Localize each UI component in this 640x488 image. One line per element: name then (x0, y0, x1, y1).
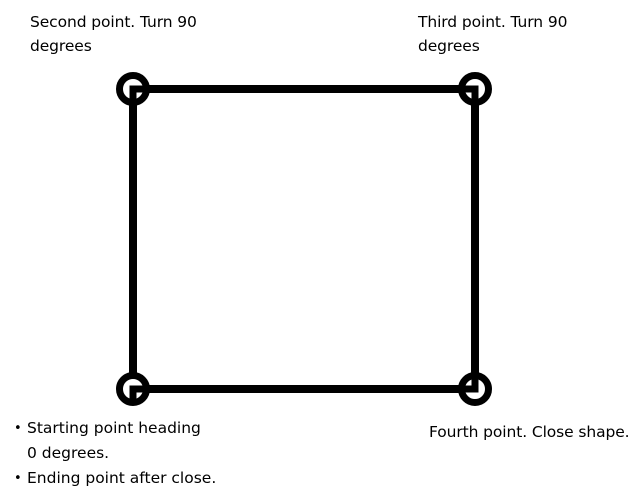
point-marker-second-point (116, 72, 150, 111)
marker-heading-tick (465, 85, 479, 99)
marker-heading-tick (129, 385, 143, 399)
corner-markers (116, 72, 492, 406)
list-item: Ending point after close. (14, 466, 294, 488)
marker-ring (458, 372, 492, 406)
marker-heading-tick (465, 379, 479, 393)
list-item: Starting point heading 0 degrees. (14, 416, 294, 466)
label-third-point: Third point. Turn 90 degrees (418, 13, 568, 55)
marker-ring (458, 72, 492, 106)
marker-ring (116, 72, 150, 106)
label-second-point: Second point. Turn 90 degrees (30, 13, 197, 55)
label-fourth-point: Fourth point. Close shape. (429, 423, 630, 441)
point-marker-starting-point (116, 367, 150, 406)
square-outline (129, 85, 479, 393)
marker-heading-tick (129, 85, 143, 99)
point-marker-third-point (458, 72, 492, 111)
notes-bullet-list: Starting point heading 0 degrees. Ending… (14, 416, 294, 488)
point-marker-fourth-point (458, 367, 492, 406)
marker-ring (116, 372, 150, 406)
